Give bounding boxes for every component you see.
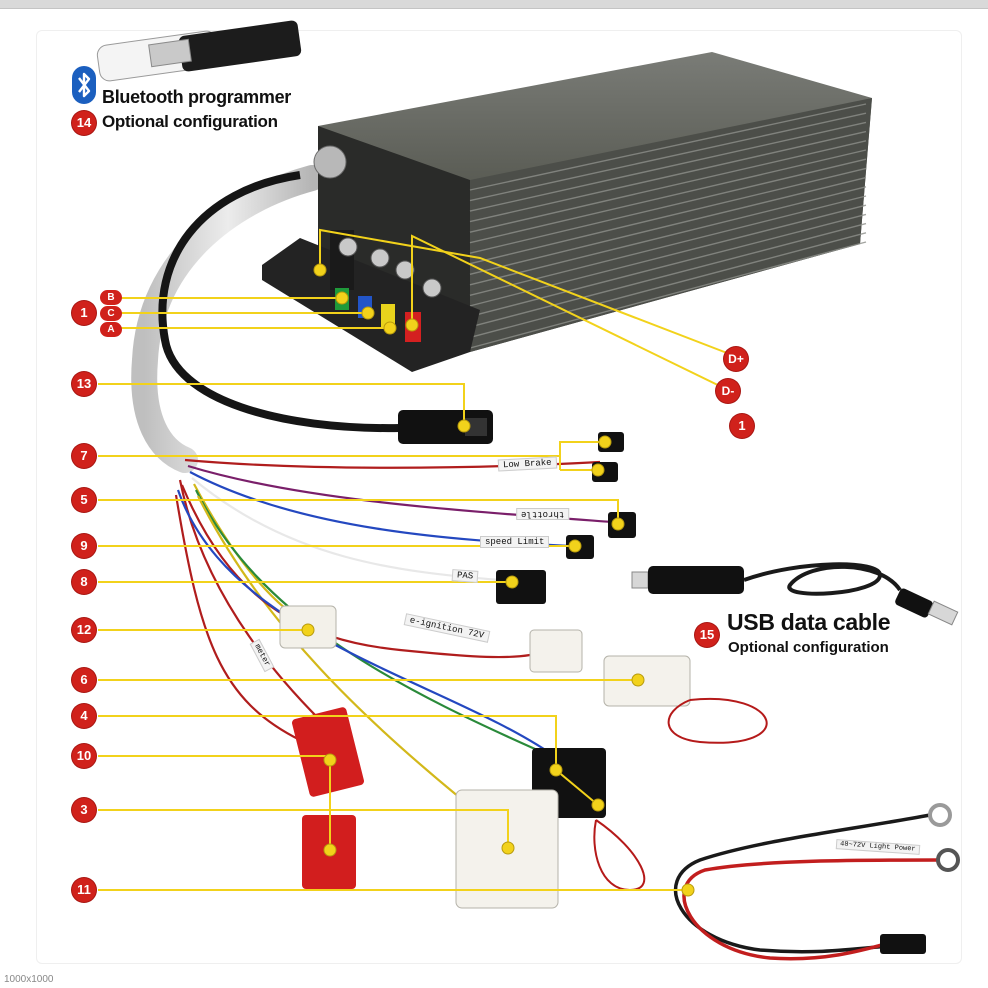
top-border [0, 0, 988, 9]
callout-badge-9: 9 [72, 534, 96, 558]
bluetooth-programmer-label: Bluetooth programmer [102, 87, 292, 107]
callout-badge-15: 15 [695, 623, 719, 647]
cooling-fin [469, 112, 867, 202]
wire-tag-pas: PAS [451, 569, 479, 583]
cooling-fin [469, 213, 867, 318]
bluetooth-optional-label: Optional configuration [102, 112, 278, 131]
callout-badge-14: 14 [72, 111, 96, 135]
usb-socket-cable [158, 171, 401, 433]
phase-label-c: C [100, 306, 122, 321]
callout-badge-11: 11 [72, 878, 96, 902]
usb-data-cable-label: USB data cable [727, 609, 891, 635]
phase-label-b: B [100, 290, 122, 305]
power-minus-badge: D- [716, 379, 740, 403]
cooling-fin [469, 158, 867, 254]
bluetooth-dongle [96, 20, 302, 82]
power-plus-badge: D+ [724, 347, 748, 371]
callout-badge-12: 12 [72, 618, 96, 642]
usb-optional-label: Optional configuration [728, 639, 889, 656]
cooling-fin [469, 222, 867, 328]
cooling-fin [469, 130, 867, 223]
main-harness-cable [131, 165, 325, 473]
cooling-fin [469, 103, 867, 191]
connector-plugs [279, 432, 691, 909]
callout-badge-6: 6 [72, 668, 96, 692]
callout-badge-10: 10 [72, 744, 96, 768]
cooling-fins [469, 103, 867, 349]
cooling-fin [469, 232, 867, 339]
cooling-fin [469, 204, 867, 307]
cooling-fin [469, 140, 867, 233]
callout-badge-4: 4 [72, 704, 96, 728]
wire-tag-speed-limit: speed Limit [480, 536, 550, 548]
callout-badge-1-phase: 1 [72, 301, 96, 325]
phase-label-a: A [100, 322, 122, 337]
callout-badge-13: 13 [72, 372, 96, 396]
cooling-fin [469, 167, 867, 265]
cooling-fin [469, 186, 867, 286]
image-size-caption: 1000x1000 [4, 974, 54, 985]
callout-badge-3: 3 [72, 798, 96, 822]
bluetooth-icon [72, 66, 96, 104]
pointer-dots [301, 263, 695, 897]
wire-tag-throttle: throttle [516, 508, 570, 520]
callout-badge-7: 7 [72, 444, 96, 468]
light-power-lead [673, 813, 941, 961]
cooling-fin [469, 241, 867, 349]
cooling-fin [469, 121, 867, 212]
cooling-fin [469, 149, 867, 244]
usb-data-cable [631, 562, 959, 626]
callout-badge-1-power: 1 [730, 414, 754, 438]
image-frame [36, 30, 962, 964]
cooling-fin [469, 176, 867, 275]
callout-badge-8: 8 [72, 570, 96, 594]
callout-badge-5: 5 [72, 488, 96, 512]
